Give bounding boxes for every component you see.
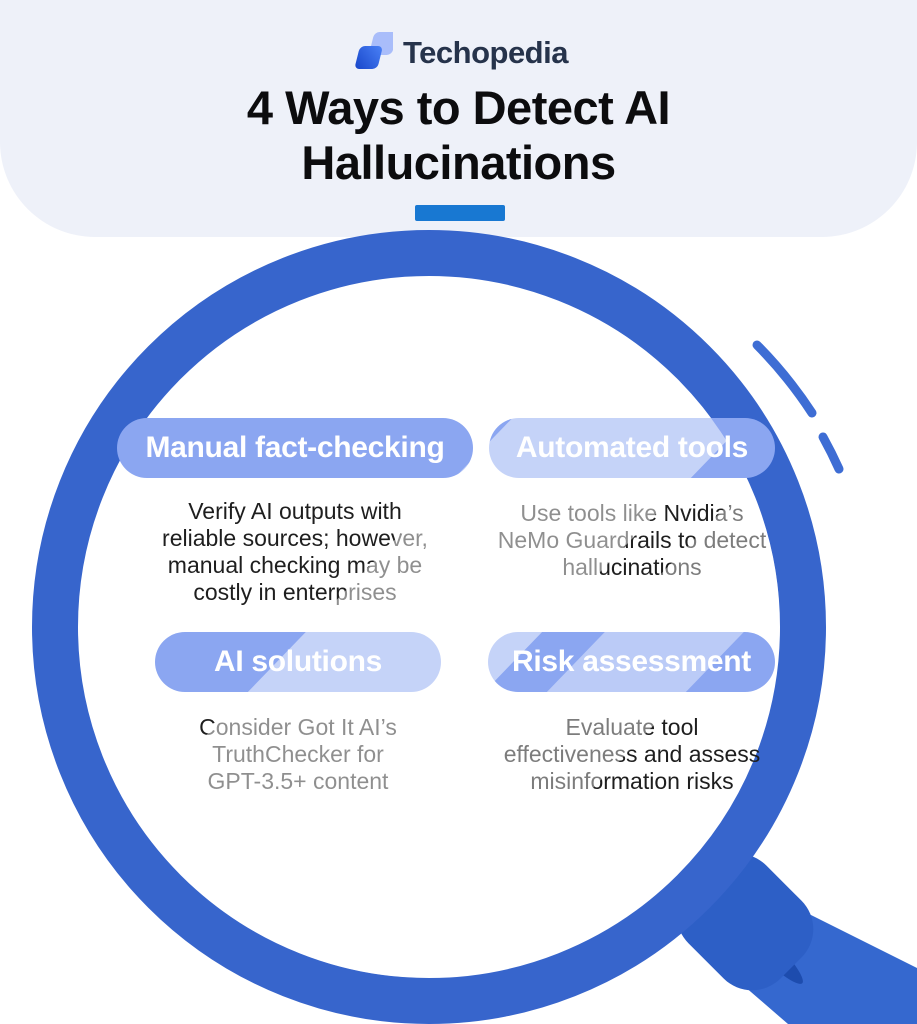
- category-pill-manual-fact-checking: Manual fact-checking: [117, 418, 473, 478]
- category-description-automated-tools: Use tools like Nvidia’s NeMo Guardrails …: [497, 500, 767, 580]
- magnifier-ring: [32, 230, 826, 1024]
- header-band: [0, 0, 917, 237]
- brand-name: Techopedia: [403, 35, 568, 70]
- motion-dash-icon: [752, 340, 817, 418]
- page-title-line2: Hallucinations: [301, 136, 616, 189]
- motion-dash-icon: [818, 432, 844, 474]
- page-title: 4 Ways to Detect AI Hallucinations: [0, 80, 917, 190]
- category-description-ai-solutions: Consider Got It AI’s TruthChecker for GP…: [199, 714, 397, 794]
- title-underline: [415, 205, 505, 221]
- category-description-risk-assessment: Evaluate tool effectiveness and assess m…: [503, 714, 761, 794]
- category-description-manual-fact-checking: Verify AI outputs with reliable sources;…: [162, 498, 428, 605]
- techopedia-logo-icon: [355, 32, 394, 69]
- brand-logo: Techopedia: [0, 30, 917, 76]
- category-pill-risk-assessment: Risk assessment: [488, 632, 775, 692]
- category-pill-automated-tools: Automated tools: [489, 418, 775, 478]
- page-title-line1: 4 Ways to Detect AI: [246, 81, 671, 134]
- category-pill-ai-solutions: AI solutions: [155, 632, 441, 692]
